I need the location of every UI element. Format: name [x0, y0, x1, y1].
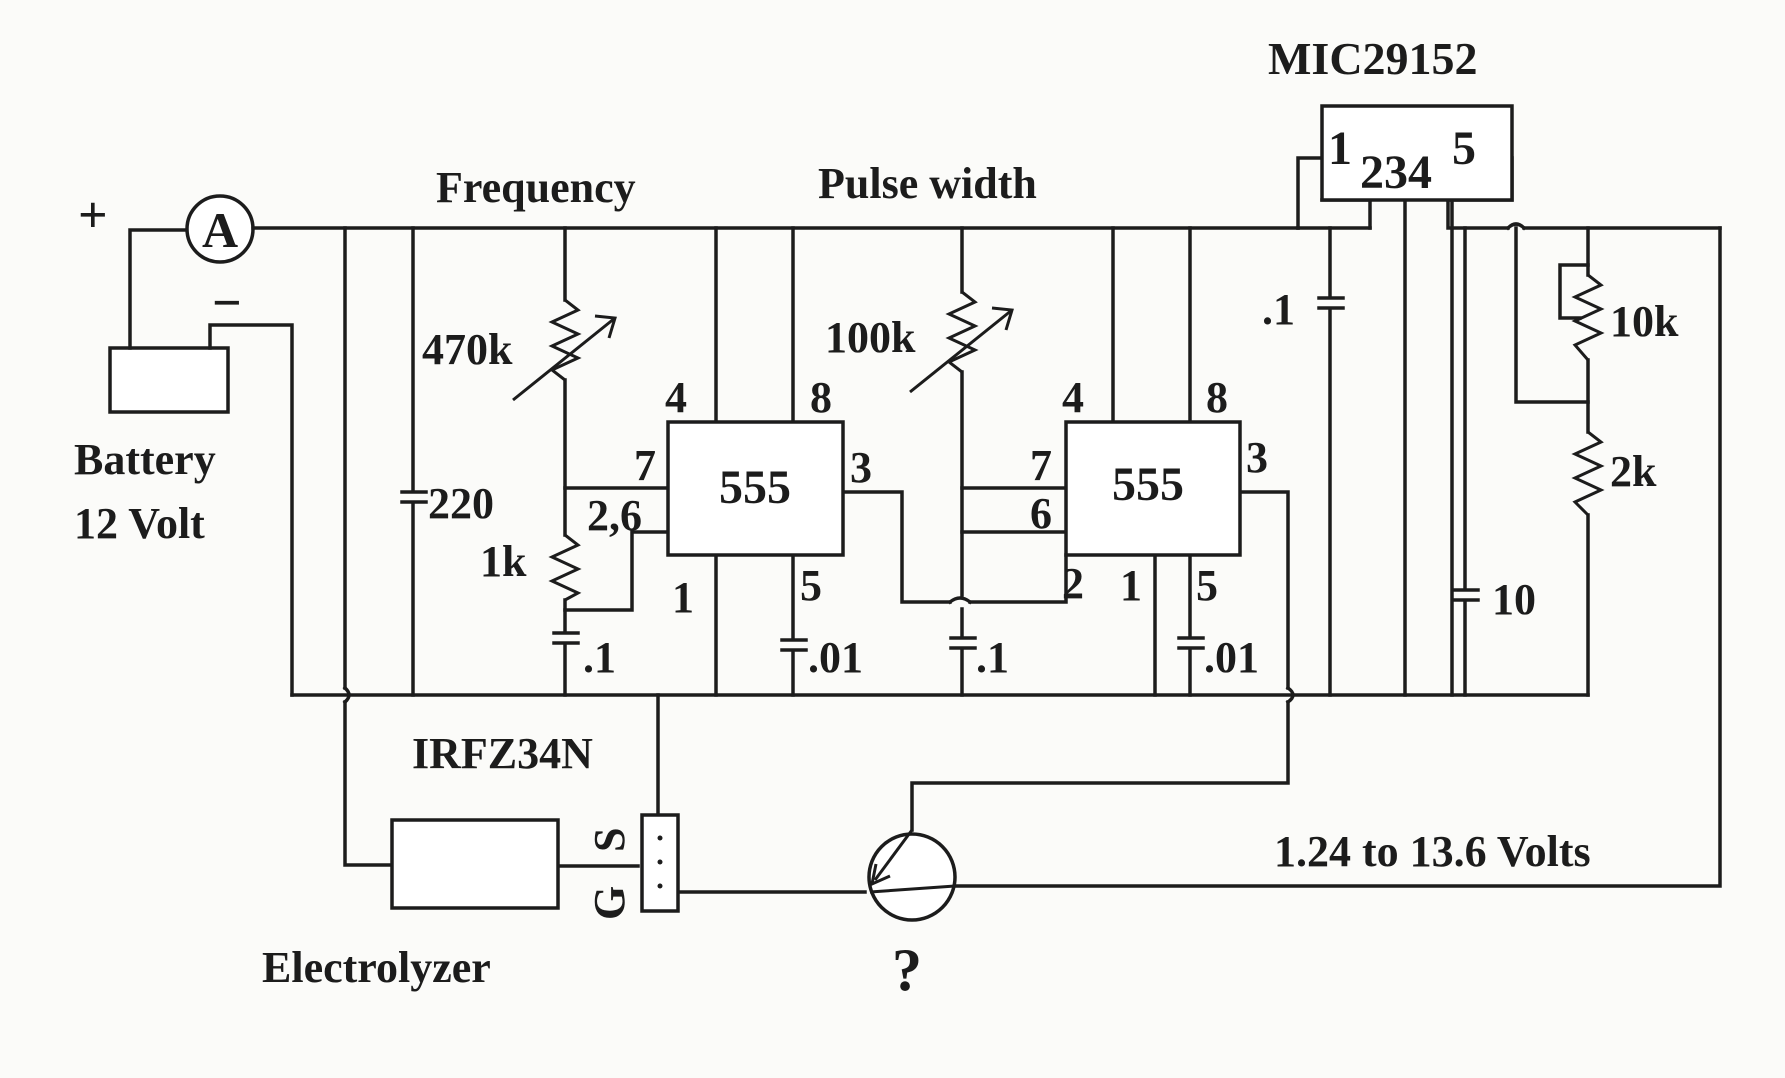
- timer2-pin1: 1: [1120, 561, 1142, 610]
- regulator-pin5: 5: [1452, 122, 1476, 175]
- feeder-wires: [342, 156, 1722, 894]
- r470k-label: 470k: [422, 325, 513, 374]
- r2k-label: 2k: [1610, 447, 1657, 496]
- ammeter-label: A: [202, 202, 238, 258]
- transistor-symbol: [867, 829, 957, 922]
- timer2-pin3: 3: [1246, 433, 1268, 482]
- timer1-pin8: 8: [810, 373, 832, 422]
- mosfet-source-pin: S: [585, 828, 634, 852]
- r100k-label: 100k: [825, 313, 916, 362]
- c10-label: 10: [1492, 575, 1536, 624]
- c-01b-label: .1: [976, 633, 1009, 682]
- timer1-pin5: 5: [800, 561, 822, 610]
- timer1-pin7: 7: [634, 441, 656, 490]
- c-01a-label: .1: [583, 633, 616, 682]
- timer2-pin5: 5: [1196, 561, 1218, 610]
- battery-voltage-label: 12 Volt: [74, 499, 205, 548]
- timer2-pin7: 7: [1030, 441, 1052, 490]
- timer2-pin2: 2: [1062, 559, 1084, 608]
- electrolyzer-box: [390, 818, 560, 910]
- battery-label: Battery: [74, 435, 216, 484]
- positive-rail: [251, 156, 1372, 230]
- unknown-transistor-label: ?: [892, 937, 922, 1003]
- mosfet-gate-pin: G: [585, 886, 634, 920]
- timer2-pin8: 8: [1206, 373, 1228, 422]
- timer1-label: 555: [719, 461, 791, 514]
- pulse-width-label: Pulse width: [818, 159, 1037, 208]
- c-01reg-label: .1: [1262, 285, 1295, 334]
- battery-symbol: [108, 228, 294, 697]
- timer1-pin26: 2,6: [587, 491, 642, 540]
- regulator-title: MIC29152: [1268, 33, 1478, 84]
- timer1-pin3: 3: [850, 443, 872, 492]
- c-001b-label: .01: [1204, 633, 1259, 682]
- r10k-label: 10k: [1610, 297, 1679, 346]
- timer1-pin1: 1: [672, 573, 694, 622]
- timer2-pin6: 6: [1030, 489, 1052, 538]
- c-001a-label: .01: [808, 633, 863, 682]
- battery-plus-label: +: [78, 187, 108, 244]
- battery-minus-label: −: [212, 275, 242, 332]
- resistor-2k: [1571, 430, 1605, 517]
- resistor-470k: [512, 298, 617, 402]
- resistor-1k: [548, 533, 582, 602]
- resistor-100k: [909, 290, 1014, 394]
- regulator-chip: [1320, 104, 1514, 202]
- mosfet-label: IRFZ34N: [412, 729, 593, 778]
- electrolyzer-label: Electrolyzer: [262, 943, 491, 992]
- c220-label: 220: [428, 479, 494, 528]
- timer2-pin4: 4: [1062, 373, 1084, 422]
- regulator-pins-234: 234: [1360, 146, 1432, 199]
- timer2-label: 555: [1112, 458, 1184, 511]
- regulator-pin1: 1: [1328, 122, 1352, 175]
- resistor-10k: [1571, 273, 1605, 361]
- output-range-label: 1.24 to 13.6 Volts: [1274, 827, 1591, 876]
- timer1-pin4: 4: [665, 373, 687, 422]
- timer2-chip: [1064, 420, 1242, 557]
- r1k-label: 1k: [480, 537, 527, 586]
- frequency-label: Frequency: [436, 163, 636, 212]
- mosfet-package: [640, 813, 680, 913]
- timer1-chip: [666, 420, 845, 557]
